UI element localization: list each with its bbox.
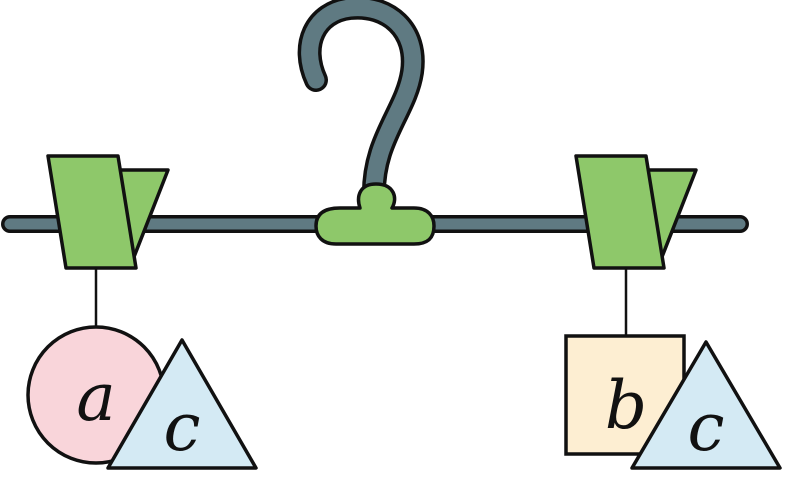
square-label: b: [605, 367, 647, 444]
hanger-center-clip: [314, 182, 436, 246]
triangle-shape: [630, 340, 782, 470]
triangle-label: c: [688, 389, 725, 466]
left-item: a c: [26, 325, 258, 470]
right-clip: [574, 154, 698, 270]
right-item: b c: [564, 334, 782, 470]
right-clip-front: [574, 154, 666, 270]
triangle-label: c: [164, 389, 201, 466]
left-clip-front: [46, 154, 138, 270]
triangle-shape: [106, 338, 258, 470]
hook-fill: [301, 0, 422, 207]
left-clip: [46, 154, 170, 270]
hanger-hook: [297, 0, 425, 210]
circle-label: a: [76, 359, 115, 436]
